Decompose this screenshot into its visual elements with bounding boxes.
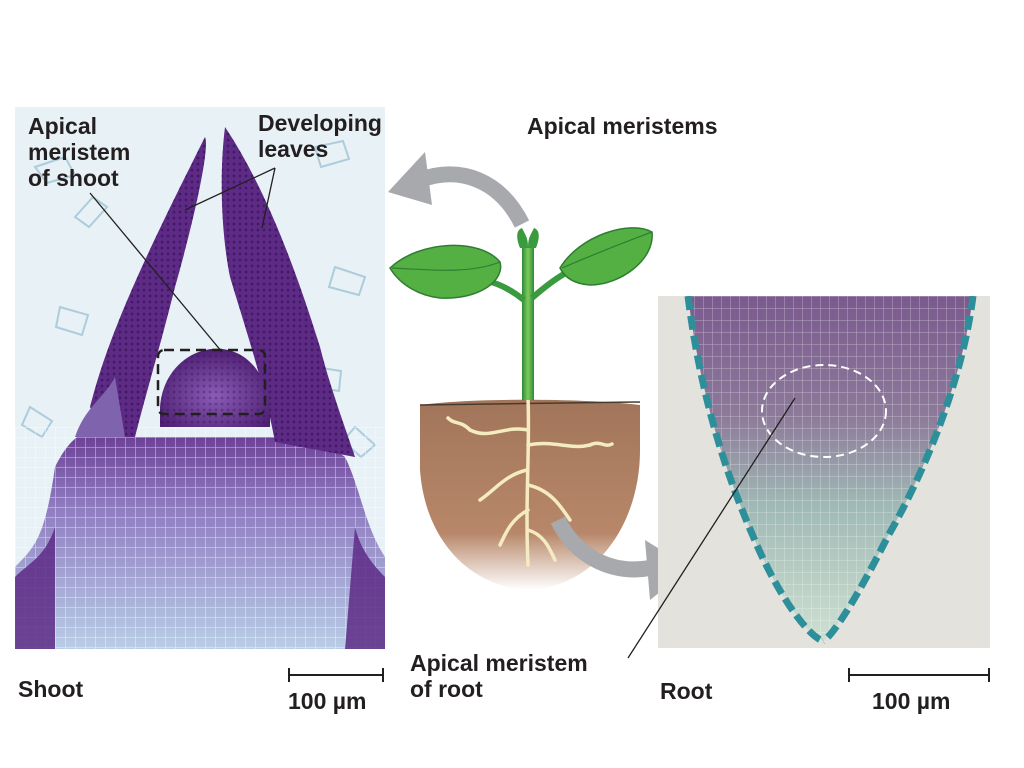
root-scale-bar <box>848 668 990 682</box>
root-micrograph <box>658 296 990 648</box>
root-label: Root <box>660 678 713 704</box>
left-leaf <box>389 244 502 299</box>
shoot-arrow <box>417 166 530 228</box>
shoot-label: Shoot <box>18 676 84 702</box>
shoot-apical-meristem-label: Apical meristem of shoot <box>28 113 131 191</box>
diagram-title: Apical meristems <box>527 113 718 139</box>
soil <box>420 399 640 590</box>
roots <box>446 396 614 567</box>
root-micrograph-image <box>684 296 977 645</box>
root-arrow <box>550 516 652 578</box>
stem <box>522 248 534 400</box>
shoot-scale-label: 100 µm <box>288 688 367 714</box>
shoot-meristem-outline <box>156 348 267 416</box>
root-scale-label: 100 µm <box>872 688 951 714</box>
developing-leaves-label: Developing leaves <box>258 110 382 162</box>
shoot-scale-bar <box>288 668 384 682</box>
shoot-micrograph-image <box>15 127 385 649</box>
root-apical-meristem-label: Apical meristem of root <box>410 650 588 702</box>
right-leaf <box>559 227 653 286</box>
